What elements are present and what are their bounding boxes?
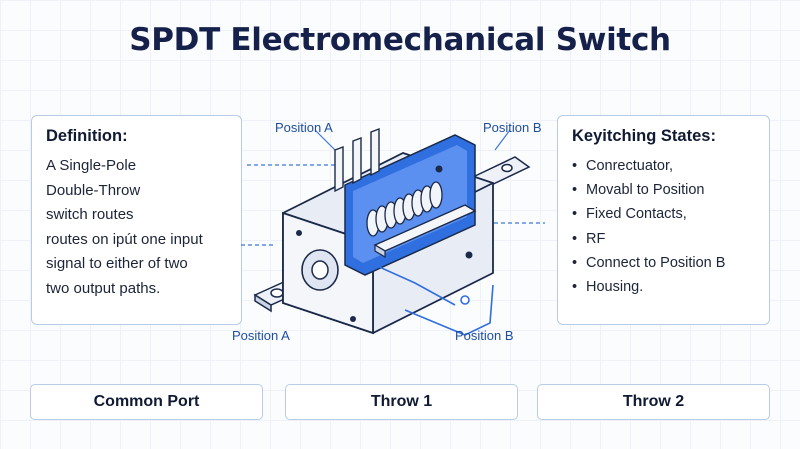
terminal-pins	[334, 127, 380, 193]
list-item: •Movabl to Position	[572, 182, 705, 199]
switch-housing	[282, 134, 494, 335]
position-b-top-label: Position B	[483, 120, 542, 135]
definition-line: two output paths.	[46, 279, 161, 297]
switching-states-list: •Conrectuator, •Movabl to Position •Fixe…	[572, 154, 755, 299]
definition-heading: Definition:	[46, 127, 128, 145]
position-b-bottom-label: Position B	[455, 328, 514, 343]
contact-bar	[373, 204, 477, 259]
definition-line: switch routes	[46, 206, 134, 223]
list-item: •Connect to Position B	[572, 254, 726, 271]
list-item: •Housing.	[572, 279, 644, 296]
definition-panel: Definition: A Single-Pole Double-Throw s…	[31, 115, 242, 325]
throw-2-button[interactable]: Throw 2	[537, 384, 770, 420]
list-item-label: Connect to Position B	[586, 254, 726, 271]
definition-line: Double-Throw	[46, 181, 141, 199]
connector-ticks	[314, 129, 511, 151]
actuator-spring	[366, 181, 443, 237]
leader-lines	[241, 164, 545, 246]
list-item: •RF	[572, 230, 606, 247]
switching-states-panel: Keyitching States: •Conrectuator, •Movab…	[557, 115, 770, 325]
list-item-label: Housing.	[586, 279, 644, 296]
definition-line: routes on ipút one input	[46, 230, 203, 248]
spdt-switch-illustration	[241, 127, 545, 336]
list-item: •Conrectuator,	[572, 158, 674, 174]
definition-line: A Single-Pole	[46, 157, 137, 174]
page-title: SPDT Electromechanical Switch	[129, 22, 671, 58]
list-item-label: Conrectuator,	[586, 158, 674, 174]
position-a-bottom-label: Position A	[232, 328, 290, 343]
list-item-label: Movabl to Position	[586, 182, 705, 199]
common-port-button[interactable]: Common Port	[30, 384, 263, 420]
switching-states-heading: Keyitching States:	[572, 127, 716, 145]
definition-line: signal to either of two	[46, 255, 188, 272]
throw-1-button[interactable]: Throw 1	[285, 384, 518, 420]
output-wire	[374, 264, 494, 336]
list-item: •Fixed Contacts,	[572, 206, 687, 223]
position-a-top-label: Position A	[275, 120, 333, 135]
list-item-label: Fixed Contacts,	[586, 206, 687, 223]
list-item-label: RF	[586, 230, 606, 247]
